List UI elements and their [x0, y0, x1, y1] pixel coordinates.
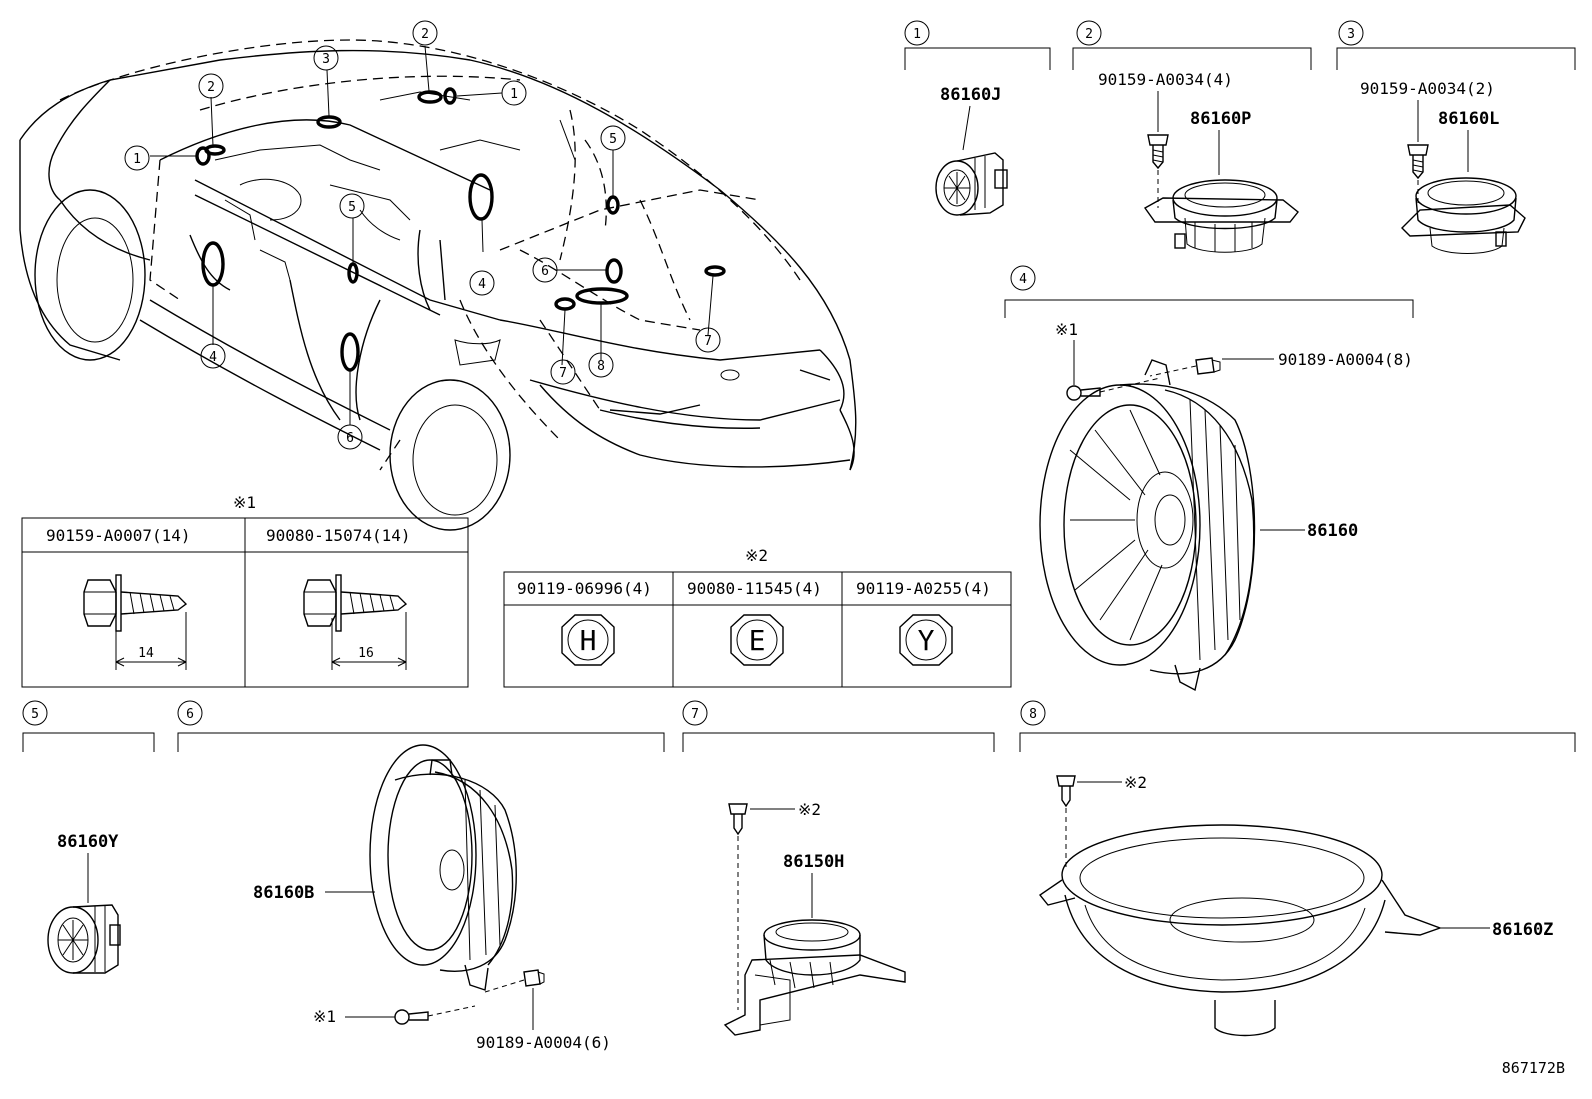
- diagram-id: 867172B: [1502, 1059, 1565, 1077]
- speaker-86160P-illustration: [1143, 179, 1299, 253]
- hex-bolt-icon: [303, 574, 408, 670]
- table2-col3-part: 90119-A0255(4): [856, 579, 991, 598]
- mark-6: ※1: [313, 1007, 336, 1026]
- clip-icon: [523, 969, 545, 987]
- speaker-86160-illustration: [1039, 359, 1256, 692]
- speaker-86150H-illustration: [723, 919, 906, 1036]
- svg-text:1: 1: [913, 27, 921, 42]
- part-86160B: 86160B: [253, 883, 314, 903]
- clip-90189-A0004-6: 90189-A0004(6): [476, 1033, 611, 1052]
- section-4: 4 ※1 90189-A0004(8) 86160: [1004, 265, 1414, 692]
- clip-90189-A0004-8: 90189-A0004(8): [1278, 350, 1413, 369]
- speaker-86160L-illustration: [1401, 177, 1526, 254]
- bolt-icon: [728, 803, 748, 836]
- hex-bolt-icon: [83, 574, 188, 670]
- tweeter-86160Y-illustration: [47, 904, 121, 974]
- clip-icon: [1195, 357, 1221, 375]
- part-86160: 86160: [1307, 521, 1358, 541]
- callout-7-left: 7: [559, 366, 567, 381]
- table2-col2-part: 90080-11545(4): [687, 579, 822, 598]
- screw-icon: [1407, 144, 1429, 180]
- callout-5-rear: 5: [609, 132, 617, 147]
- bolt-icon: [1066, 385, 1101, 401]
- table2-col1-part: 90119-06996(4): [517, 579, 652, 598]
- callout-6-shelf: 6: [541, 264, 549, 279]
- svg-text:7: 7: [691, 707, 699, 722]
- mark-7: ※2: [798, 800, 821, 819]
- car-overview-illustration: [19, 39, 857, 531]
- part-86160P: 86160P: [1190, 109, 1251, 129]
- table1-col2-dim: 16: [358, 646, 374, 661]
- car-callouts: 1 2 3 2 1 5 5 4 4 6 6 7 7 8: [124, 20, 721, 450]
- head-mark-H: H: [580, 624, 597, 657]
- head-mark-E: E: [749, 624, 766, 657]
- callout-3: 3: [322, 52, 330, 67]
- section-7: 7 ※2 86150H: [682, 700, 995, 1036]
- callout-1-front: 1: [133, 152, 141, 167]
- callout-2-rear: 2: [421, 27, 429, 42]
- tweeter-86160J-illustration: [935, 152, 1008, 216]
- table1-col1-dim: 14: [138, 646, 154, 661]
- table2-mark: ※2: [745, 546, 768, 565]
- part-86160Y: 86160Y: [57, 832, 119, 852]
- part-86160L: 86160L: [1438, 109, 1499, 129]
- svg-text:5: 5: [31, 707, 39, 722]
- bolt-icon: [394, 1009, 429, 1025]
- table1-col1-part: 90159-A0007(14): [46, 526, 191, 545]
- table1-col2-part: 90080-15074(14): [266, 526, 411, 545]
- svg-text:4: 4: [1019, 272, 1027, 287]
- section-6: 6 86160B ※1 90189-A0004(6): [177, 700, 665, 1052]
- callout-4-rear: 4: [478, 277, 486, 292]
- part-86150H: 86150H: [783, 852, 844, 872]
- mark-4: ※1: [1055, 320, 1078, 339]
- part-86160J: 86160J: [940, 85, 1001, 105]
- callout-2-front: 2: [207, 80, 215, 95]
- screw-icon: [1147, 134, 1169, 170]
- head-mark-Y: Y: [918, 624, 935, 657]
- mark-8: ※2: [1124, 773, 1147, 792]
- fastener-table-2: ※2 90119-06996(4) 90080-11545(4) 90119-A…: [503, 546, 1012, 688]
- svg-text:8: 8: [1029, 707, 1037, 722]
- section-5: 5 86160Y: [22, 700, 155, 974]
- svg-text:3: 3: [1347, 27, 1355, 42]
- speaker-86160B-illustration: [369, 744, 517, 991]
- callout-7-right: 7: [704, 334, 712, 349]
- table1-mark: ※1: [233, 493, 256, 512]
- callout-1-rear: 1: [510, 87, 518, 102]
- section-3: 3 90159-A0034(2) 86160L: [1336, 20, 1576, 254]
- bolt-icon: [1056, 775, 1076, 808]
- section-2: 2 90159-A0034(4) 86160P: [1072, 20, 1312, 253]
- svg-text:2: 2: [1085, 27, 1093, 42]
- callout-5-front: 5: [348, 200, 356, 215]
- section-1: 1 86160J: [904, 20, 1051, 216]
- callout-4-front: 4: [209, 350, 217, 365]
- speaker-86160Z-illustration: [1038, 824, 1443, 1037]
- screw-90159-A0034-4: 90159-A0034(4): [1098, 70, 1233, 89]
- part-86160Z: 86160Z: [1492, 920, 1553, 940]
- fastener-table-1: ※1 90159-A0007(14) 90080-15074(14) 14 16: [21, 493, 469, 688]
- screw-90159-A0034-2: 90159-A0034(2): [1360, 79, 1495, 98]
- callout-6-door: 6: [346, 431, 354, 446]
- svg-text:6: 6: [186, 707, 194, 722]
- callout-8: 8: [597, 359, 605, 374]
- section-8: 8 ※2 86160Z: [1019, 700, 1576, 1037]
